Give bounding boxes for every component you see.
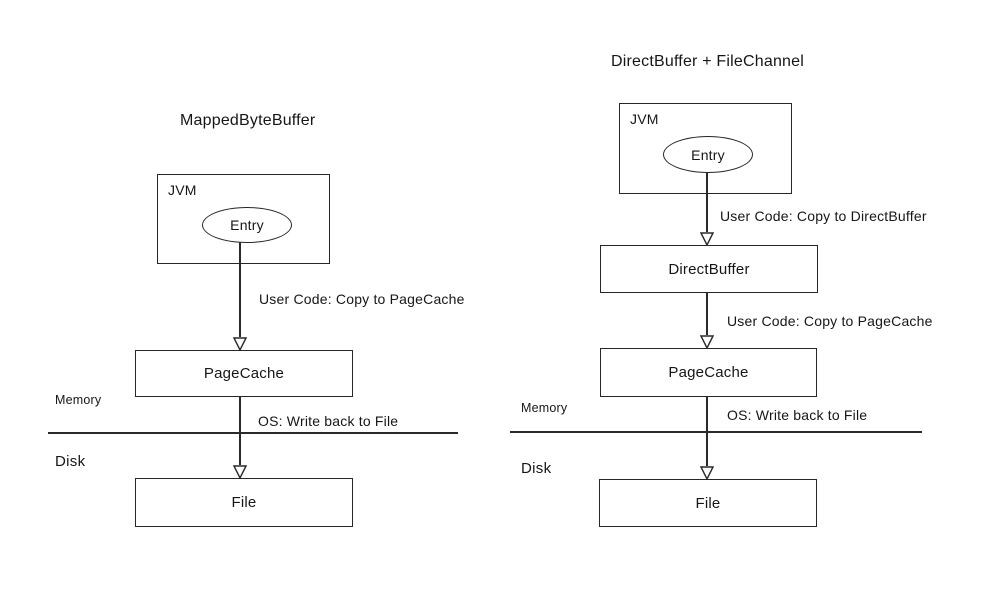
right-arrow2-label: User Code: Copy to PageCache [727, 313, 933, 329]
right-arrow3-label: OS: Write back to File [727, 407, 868, 423]
right-pagecache-label: PageCache [668, 364, 749, 381]
left-disk-label: Disk [55, 453, 86, 470]
right-pagecache-box: PageCache [600, 348, 817, 397]
right-arrow2-arrowhead-down-icon [700, 335, 714, 349]
right-entry-label: Entry [691, 146, 725, 163]
left-file-box: File [135, 478, 353, 527]
left-arrow2-label: OS: Write back to File [258, 413, 399, 429]
left-arrow1-label: User Code: Copy to PageCache [259, 291, 465, 307]
left-arrow2-arrowhead-down-icon [233, 465, 247, 479]
right-arrow2-line [706, 293, 708, 335]
left-entry-node: Entry [202, 207, 292, 243]
right-jvm-box: JVM [619, 103, 792, 194]
left-jvm-box: JVM [157, 174, 330, 264]
right-directbuffer-label: DirectBuffer [668, 260, 750, 278]
right-memory-label: Memory [521, 401, 568, 415]
right-arrow1-line [706, 172, 708, 232]
right-file-box: File [599, 479, 817, 527]
right-arrow1-label: User Code: Copy to DirectBuffer [720, 208, 927, 224]
right-jvm-label: JVM [630, 111, 659, 127]
left-memory-label: Memory [55, 393, 102, 407]
left-arrow2-line [239, 397, 241, 465]
right-directbuffer-box: DirectBuffer [600, 245, 818, 293]
right-entry-node: Entry [663, 136, 753, 173]
right-diagram-title: DirectBuffer + FileChannel [611, 53, 804, 70]
right-disk-label: Disk [521, 460, 552, 477]
left-entry-label: Entry [230, 217, 264, 233]
left-diagram-title: MappedByteBuffer [180, 112, 316, 129]
left-file-label: File [231, 494, 257, 511]
right-arrow3-arrowhead-down-icon [700, 466, 714, 480]
right-arrow1-arrowhead-down-icon [700, 232, 714, 246]
left-arrow1-arrowhead-down-icon [233, 337, 247, 351]
left-pagecache-box: PageCache [135, 350, 353, 397]
right-file-label: File [695, 494, 721, 512]
right-memory-disk-divider [510, 431, 922, 433]
left-jvm-label: JVM [168, 182, 197, 198]
left-memory-disk-divider [48, 432, 458, 434]
left-arrow1-line [239, 242, 241, 337]
left-pagecache-label: PageCache [203, 365, 285, 382]
